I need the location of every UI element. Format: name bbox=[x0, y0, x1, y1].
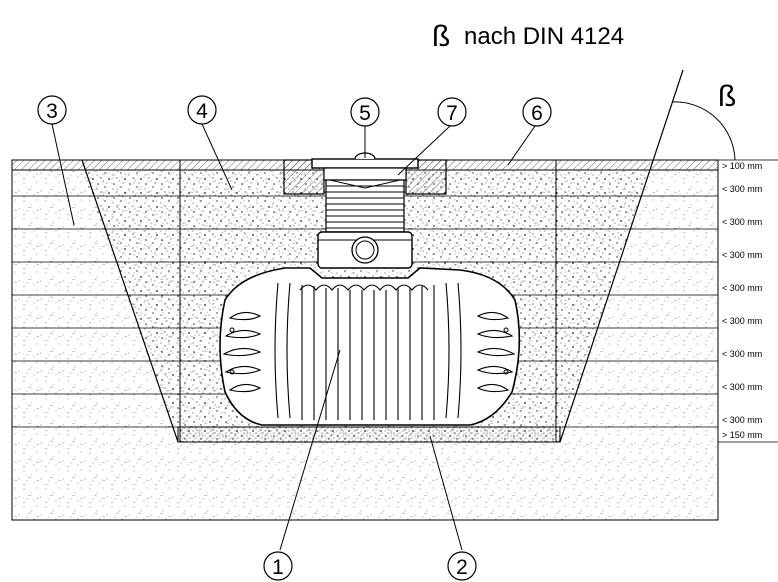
dimension-label: < 300 mm bbox=[722, 184, 762, 194]
dimension-label: > 100 mm bbox=[722, 161, 762, 171]
tank-body bbox=[219, 267, 521, 426]
svg-text:3: 3 bbox=[46, 100, 58, 123]
dimension-label: < 300 mm bbox=[722, 283, 762, 293]
svg-text:6: 6 bbox=[531, 102, 543, 125]
dimension-ticks bbox=[718, 159, 778, 443]
slope-angle-arc bbox=[671, 101, 736, 161]
svg-text:5: 5 bbox=[359, 102, 371, 125]
dimension-label: < 300 mm bbox=[722, 250, 762, 260]
svg-text:7: 7 bbox=[446, 102, 458, 125]
telescopic-shaft bbox=[325, 179, 405, 233]
sand-bedding bbox=[177, 426, 561, 443]
callout-circle-1: 1 bbox=[263, 551, 293, 581]
callout-circle-5: 5 bbox=[350, 97, 380, 127]
excavation-slope-right bbox=[559, 69, 684, 443]
excavation-slope-left bbox=[81, 159, 179, 443]
svg-text:1: 1 bbox=[272, 556, 284, 579]
dimension-label: > 150 mm bbox=[722, 430, 762, 440]
angle-symbol: ß bbox=[718, 80, 736, 113]
dimension-label: < 300 mm bbox=[722, 316, 762, 326]
title-text: nach DIN 4124 bbox=[464, 23, 624, 50]
dimension-label: < 300 mm bbox=[722, 415, 762, 425]
dimension-label: < 300 mm bbox=[722, 349, 762, 359]
dimension-label: < 300 mm bbox=[722, 382, 762, 392]
dimension-label: < 300 mm bbox=[722, 217, 762, 227]
tank-dome-neck bbox=[317, 231, 413, 269]
svg-text:4: 4 bbox=[196, 100, 208, 123]
callout-leaders bbox=[51, 123, 536, 551]
callout-circle-3: 3 bbox=[37, 95, 67, 125]
callout-circle-2: 2 bbox=[447, 551, 477, 581]
callout-circle-7: 7 bbox=[437, 97, 467, 127]
callout-circle-4: 4 bbox=[187, 95, 217, 125]
svg-text:2: 2 bbox=[456, 556, 468, 579]
callout-circle-6: 6 bbox=[522, 97, 552, 127]
title-symbol: ß bbox=[432, 20, 450, 53]
